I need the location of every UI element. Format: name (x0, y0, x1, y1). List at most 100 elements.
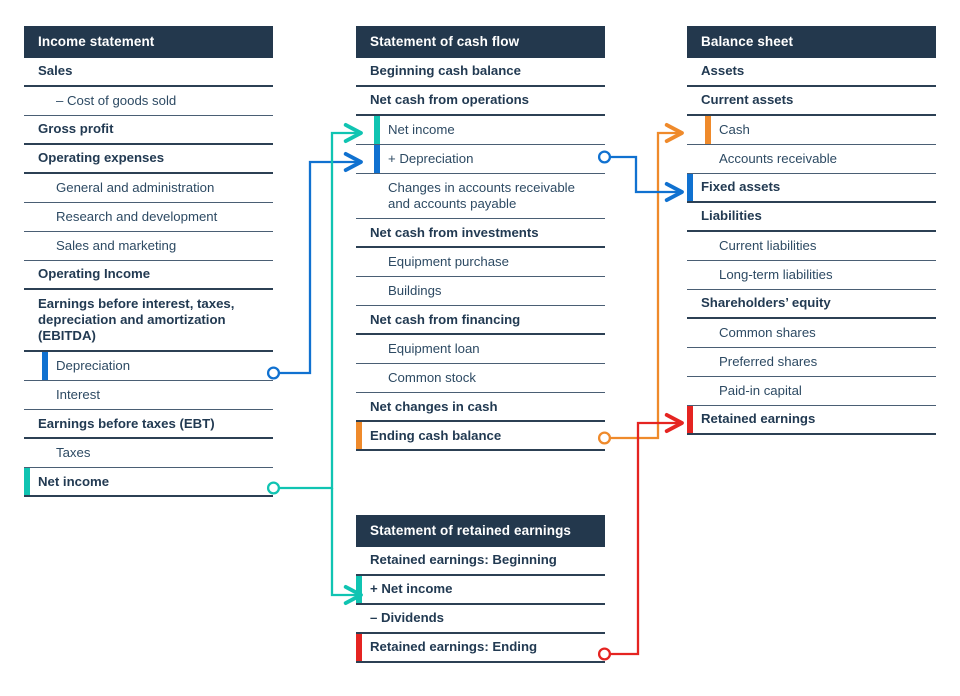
panel-title-retained-earnings: Statement of retained earnings (356, 515, 605, 547)
row-label: Common stock (388, 370, 476, 386)
row-equipment-loan[interactable]: Equipment loan (356, 335, 605, 365)
row-net-cash-from-investments[interactable]: Net cash from investments (356, 219, 605, 249)
row-net-income[interactable]: Net income (356, 116, 605, 145)
row-current-liabilities[interactable]: Current liabilities (687, 232, 936, 261)
row-label: Current assets (701, 92, 794, 108)
row-net-cash-from-financing[interactable]: Net cash from financing (356, 306, 605, 336)
marker-blue-depreciation (374, 145, 380, 173)
row-label: Assets (701, 63, 745, 79)
row-liabilities[interactable]: Liabilities (687, 203, 936, 232)
panel-income-statement: Income statement Sales – Cost of goods so… (24, 26, 273, 498)
row-label: Gross profit (38, 121, 114, 137)
row-common-shares[interactable]: Common shares (687, 319, 936, 348)
panel-title-balance-sheet: Balance sheet (687, 26, 936, 58)
marker-orange-ending-cash-balance (356, 422, 362, 450)
row-label: Net changes in cash (370, 398, 498, 414)
row-taxes[interactable]: Taxes (24, 439, 273, 469)
row-research-and-development[interactable]: Research and development (24, 203, 273, 232)
row-label: – Cost of goods sold (56, 92, 177, 108)
row-label: + Depreciation (388, 150, 474, 166)
row-beginning-cash-balance[interactable]: Beginning cash balance (356, 58, 605, 87)
row-label: Buildings (388, 283, 442, 299)
row-depreciation[interactable]: Depreciation (24, 352, 273, 382)
row-ending-cash-balance[interactable]: Ending cash balance (356, 422, 605, 452)
row-label: Equipment purchase (388, 254, 509, 270)
row-net-income[interactable]: Net income (24, 468, 273, 498)
row-sales[interactable]: Sales (24, 58, 273, 87)
marker-blue-depreciation (42, 352, 48, 381)
connector-cf-depreciation-to-fixed-assets (597, 150, 684, 203)
row-label: Operating expenses (38, 150, 165, 166)
row-operating-expenses[interactable]: Operating expenses (24, 145, 273, 174)
panel-statement-of-cash-flow: Statement of cash flow Beginning cash ba… (356, 26, 605, 452)
row-label: Earnings before taxes (EBT) (38, 415, 215, 431)
row-label: Net income (388, 121, 455, 137)
row-sales-and-marketing[interactable]: Sales and marketing (24, 232, 273, 261)
row-label: Current liabilities (719, 237, 817, 253)
row-retained-earnings[interactable]: Retained earnings (687, 406, 936, 435)
marker-orange-cash (705, 116, 711, 144)
row-paid-in-capital[interactable]: Paid-in capital (687, 377, 936, 406)
row-label: General and administration (56, 179, 215, 195)
row-label: Preferred shares (719, 353, 818, 369)
row-label: Ending cash balance (370, 427, 502, 443)
row-label: Net cash from operations (370, 92, 530, 108)
row-label: Accounts receivable (719, 150, 838, 166)
row-label: Retained earnings: Ending (370, 639, 538, 655)
row-buildings[interactable]: Buildings (356, 277, 605, 307)
row-interest[interactable]: Interest (24, 381, 273, 411)
row-label: Sales (38, 63, 73, 79)
row-retained-earnings-beginning[interactable]: Retained earnings: Beginning (356, 547, 605, 576)
row-long-term-liabilities[interactable]: Long-term liabilities (687, 261, 936, 290)
row-net-changes-in-cash[interactable]: Net changes in cash (356, 393, 605, 423)
row-label: Retained earnings (701, 411, 816, 427)
row-operating-income[interactable]: Operating Income (24, 261, 273, 290)
connector-retained-ending-to-retained-earnings (597, 412, 684, 661)
row-label: Earnings before interest, taxes, depreci… (38, 296, 235, 344)
row-label: Shareholders’ equity (701, 295, 831, 311)
row-depreciation[interactable]: + Depreciation (356, 145, 605, 174)
row-label: Changes in accounts receivable and accou… (388, 180, 575, 212)
row-changes-in-accounts-receivable-and-accounts-paya[interactable]: Changes in accounts receivable and accou… (356, 174, 605, 220)
row-label: Taxes (56, 445, 91, 461)
connector-ending-cash-to-cash (597, 122, 684, 445)
row-label: – Dividends (370, 610, 445, 626)
row-current-assets[interactable]: Current assets (687, 87, 936, 116)
row-general-and-administration[interactable]: General and administration (24, 174, 273, 203)
row-cash[interactable]: Cash (687, 116, 936, 145)
row-label: Fixed assets (701, 179, 781, 195)
rows-retained-earnings: Retained earnings: Beginning + Net income… (356, 547, 605, 663)
marker-teal-net-income (374, 116, 380, 144)
connector-net-income-distribution (266, 122, 363, 606)
row-cost-of-goods-sold[interactable]: – Cost of goods sold (24, 87, 273, 116)
row-label: Research and development (56, 208, 218, 224)
row-gross-profit[interactable]: Gross profit (24, 116, 273, 145)
row-label: Liabilities (701, 208, 762, 224)
row-label: Depreciation (56, 358, 131, 374)
row-accounts-receivable[interactable]: Accounts receivable (687, 145, 936, 174)
row-dividends[interactable]: – Dividends (356, 605, 605, 634)
row-fixed-assets[interactable]: Fixed assets (687, 174, 936, 203)
row-earnings-before-interest-taxes-depreciation-and-[interactable]: Earnings before interest, taxes, depreci… (24, 290, 273, 353)
row-shareholders-equity[interactable]: Shareholders’ equity (687, 290, 936, 319)
row-net-income[interactable]: + Net income (356, 576, 605, 605)
row-label: Net cash from investments (370, 224, 539, 240)
row-label: + Net income (370, 581, 453, 597)
panel-statement-of-retained-earnings: Statement of retained earnings Retained … (356, 515, 605, 663)
row-label: Sales and marketing (56, 237, 177, 253)
row-earnings-before-taxes-ebt[interactable]: Earnings before taxes (EBT) (24, 410, 273, 440)
row-equipment-purchase[interactable]: Equipment purchase (356, 248, 605, 278)
panel-title-income-statement: Income statement (24, 26, 273, 58)
row-retained-earnings-ending[interactable]: Retained earnings: Ending (356, 634, 605, 663)
row-label: Net cash from financing (370, 311, 521, 327)
row-common-stock[interactable]: Common stock (356, 364, 605, 394)
row-assets[interactable]: Assets (687, 58, 936, 87)
row-label: Interest (56, 387, 100, 403)
row-preferred-shares[interactable]: Preferred shares (687, 348, 936, 377)
row-label: Equipment loan (388, 341, 480, 357)
row-label: Common shares (719, 324, 816, 340)
row-net-cash-from-operations[interactable]: Net cash from operations (356, 87, 605, 116)
row-label: Operating Income (38, 266, 151, 282)
marker-teal-net-income (356, 576, 362, 603)
